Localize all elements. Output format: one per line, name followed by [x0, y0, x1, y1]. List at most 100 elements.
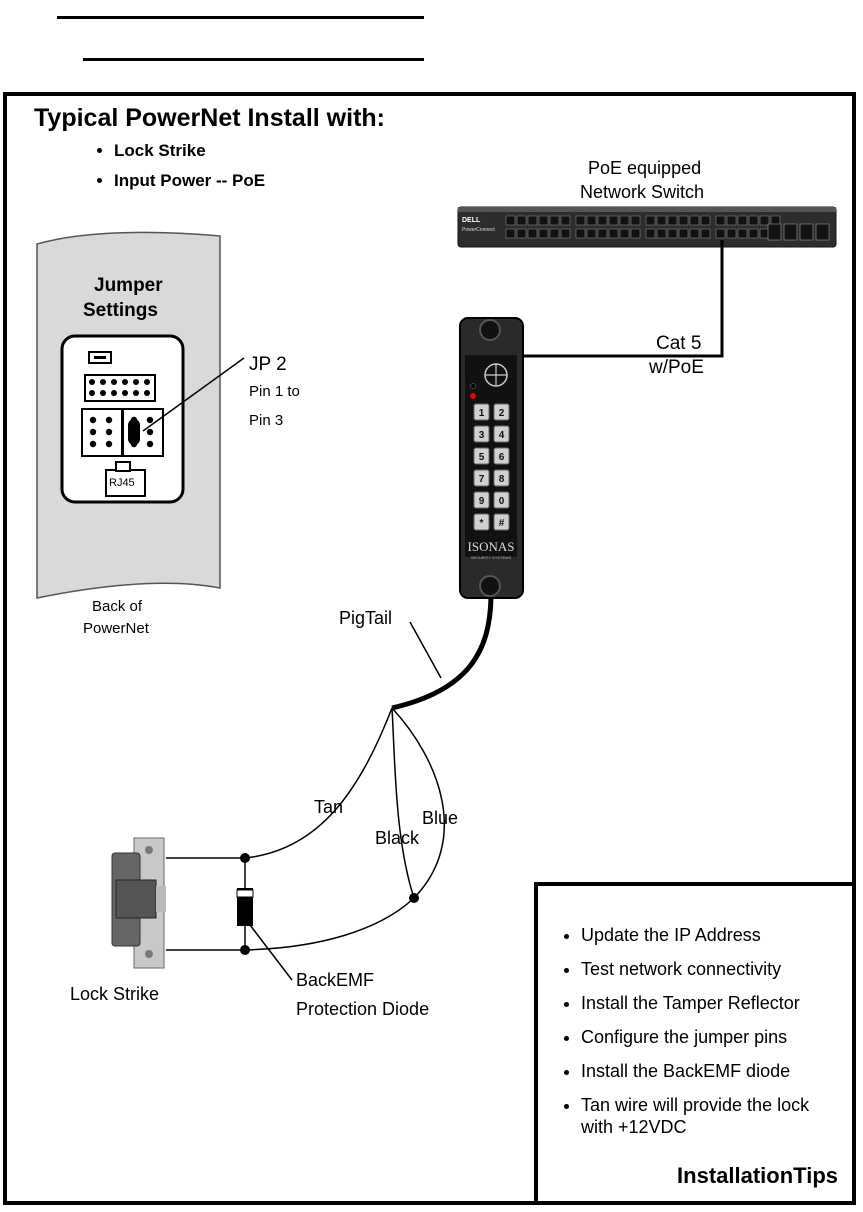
- jp1-pin: [89, 416, 97, 424]
- jp2-pin: [146, 416, 154, 424]
- bullet-lock-strike: Lock Strike: [114, 136, 265, 166]
- cat5-label-2: w/PoE: [649, 357, 704, 378]
- keypad-key: [493, 403, 510, 421]
- switch-port: [505, 228, 516, 239]
- jp2-pin: [146, 428, 154, 436]
- jp1-pin: [105, 440, 113, 448]
- cat5-label-1: Cat 5: [656, 333, 702, 354]
- switch-port: [516, 215, 527, 226]
- top-rule-2: [83, 58, 424, 61]
- tips-title: InstallationTips: [677, 1163, 838, 1188]
- keypad-key-label: 5: [479, 452, 485, 463]
- switch-port: [538, 215, 549, 226]
- jp2-pin: [146, 440, 154, 448]
- header-pin: [100, 379, 106, 385]
- keypad-key-label: 0: [499, 496, 505, 507]
- jumper-title-2: Settings: [83, 300, 158, 321]
- header-pin: [122, 379, 128, 385]
- switch-port: [726, 215, 737, 226]
- jp2-pin: [130, 440, 138, 448]
- switch-port: [667, 215, 678, 226]
- switch-port: [586, 228, 597, 239]
- pigtail-cable: [391, 596, 494, 711]
- page-title: Typical PowerNet Install with:: [34, 104, 385, 132]
- backemf-diode: [236, 888, 254, 926]
- keypad-key: [473, 469, 490, 487]
- switch-label-2: Network Switch: [580, 182, 705, 202]
- switch-port: [748, 215, 759, 226]
- tan-wire: [244, 707, 393, 859]
- switch-model: PowerConnect: [462, 227, 495, 233]
- diode-label-1: BackEMF: [296, 970, 375, 990]
- switch-port: [726, 228, 737, 239]
- switch-port: [737, 215, 748, 226]
- tip-item: Test network connectivity: [581, 958, 842, 980]
- switch-port: [667, 228, 678, 239]
- keypad-key: [473, 491, 490, 509]
- switch-port: [527, 228, 538, 239]
- switch-port: [700, 228, 711, 239]
- reader-brand: ISONAS: [468, 539, 515, 554]
- jp2-label: JP 2: [249, 354, 287, 375]
- header-pin: [100, 390, 106, 396]
- switch-port: [678, 215, 689, 226]
- keypad-key-label: 8: [499, 474, 505, 485]
- switch-port: [700, 215, 711, 226]
- jp2-pin-1: Pin 1 to: [249, 383, 300, 400]
- switch-port: [560, 228, 571, 239]
- switch-port: [770, 215, 781, 226]
- switch-port: [759, 228, 770, 239]
- switch-port: [597, 228, 608, 239]
- jp2-pin: [130, 416, 138, 424]
- jp1-pin: [89, 440, 97, 448]
- switch-port: [608, 215, 619, 226]
- installation-tips-box: Update the IP Address Test network conne…: [534, 882, 856, 1205]
- back-of-label-1: Back of: [92, 598, 143, 615]
- pigtail-label: PigTail: [339, 608, 393, 628]
- feature-bullets: Lock Strike Input Power -- PoE: [88, 136, 265, 196]
- lock-strike-label: Lock Strike: [70, 984, 160, 1004]
- tan-wire-label: Tan: [314, 797, 344, 817]
- top-rule-1: [57, 16, 424, 19]
- pigtail-pointer: [409, 621, 442, 679]
- switch-sfp-port: [767, 223, 782, 241]
- keypad-key-label: #: [499, 518, 505, 529]
- switch-port: [645, 228, 656, 239]
- keypad-key-label: 7: [479, 474, 485, 485]
- return-wire: [244, 897, 415, 951]
- switch-port: [630, 215, 641, 226]
- black-wire-label: Black: [375, 828, 420, 848]
- keypad-key: [473, 513, 490, 531]
- jumper-title-1: Jumper: [94, 275, 163, 296]
- jp2-pin-2: Pin 3: [249, 412, 284, 429]
- switch-port: [586, 215, 597, 226]
- tip-item: Install the Tamper Reflector: [581, 992, 842, 1014]
- network-switch: [457, 206, 837, 248]
- header-pin: [89, 390, 95, 396]
- keypad-key: [473, 425, 490, 443]
- keypad-key: [493, 513, 510, 531]
- tip-item: Tan wire will provide the lock with +12V…: [581, 1094, 842, 1138]
- switch-port: [678, 228, 689, 239]
- tip-item: Install the BackEMF diode: [581, 1060, 842, 1082]
- keypad-key: [493, 469, 510, 487]
- switch-port: [715, 215, 726, 226]
- switch-port: [748, 228, 759, 239]
- switch-sfp-port: [799, 223, 814, 241]
- keypad-key: [493, 447, 510, 465]
- switch-port: [560, 215, 571, 226]
- keypad-key-label: 6: [499, 452, 505, 463]
- switch-port: [715, 228, 726, 239]
- switch-port: [608, 228, 619, 239]
- switch-port: [645, 215, 656, 226]
- bullet-input-power: Input Power -- PoE: [114, 166, 265, 196]
- switch-port: [737, 228, 748, 239]
- header-pin: [111, 379, 117, 385]
- switch-port: [549, 228, 560, 239]
- rj45-label: RJ45: [109, 477, 135, 489]
- keypad-key: [493, 425, 510, 443]
- switch-port: [597, 215, 608, 226]
- header-pin: [111, 390, 117, 396]
